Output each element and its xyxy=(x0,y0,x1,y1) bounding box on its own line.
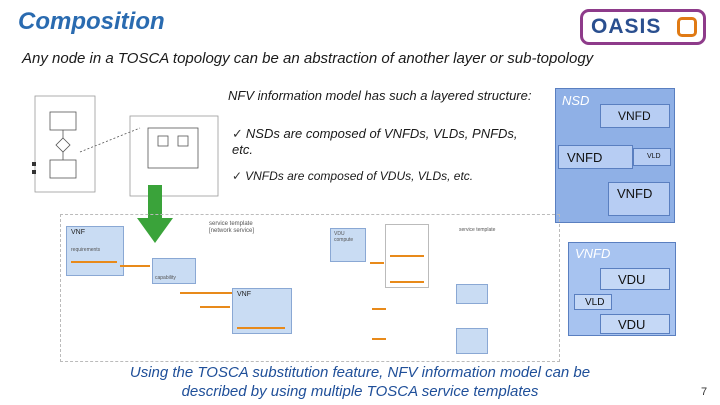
thumb-right-box-1 xyxy=(456,284,488,304)
page-number: 7 xyxy=(701,386,708,398)
thumb-bar xyxy=(237,327,285,329)
vld-mid-label: VLD xyxy=(647,153,661,160)
tosca-sketch-diagram xyxy=(30,88,220,198)
slide-subtitle: Any node in a TOSCA topology can be an a… xyxy=(22,50,594,67)
vld-mid-box: VLD xyxy=(633,148,671,166)
thumb-network-service: [network service] xyxy=(209,228,255,234)
vnfd-mid-box: VNFD xyxy=(558,145,633,169)
thumb-capability-label: capability xyxy=(155,275,176,281)
thumb-bar xyxy=(390,255,424,257)
nsd-label: NSD xyxy=(562,93,590,108)
vdu-2-box: VDU xyxy=(600,314,670,334)
thumb-service-template-right: service template xyxy=(459,227,496,233)
footer-line-2: described by using multiple TOSCA servic… xyxy=(181,383,539,400)
down-arrow-icon xyxy=(135,185,175,245)
footer-text: Using the TOSCA substitution feature, NF… xyxy=(60,363,660,401)
bullet-vnfd-text: VNFDs are composed of VDUs, VLDs, etc. xyxy=(245,169,474,183)
intro-text: NFV information model has such a layered… xyxy=(228,88,532,103)
check-icon: ✓ xyxy=(232,169,243,183)
logo-text: OASIS xyxy=(591,15,662,38)
oasis-logo: OASIS xyxy=(580,9,706,45)
vnfd-low-label: VNFD xyxy=(617,186,653,201)
vld-inner-box: VLD xyxy=(574,294,612,310)
vdu-2-label: VDU xyxy=(618,317,646,332)
thumb-connector xyxy=(180,292,232,294)
check-icon: ✓ xyxy=(232,126,243,141)
thumb-vdu-label: VDU compute xyxy=(334,231,354,243)
vld-inner-label: VLD xyxy=(585,297,605,308)
thumb-connector xyxy=(370,262,384,264)
bullet-nsd: ✓NSDs are composed of VNFDs, VLDs, PNFDs… xyxy=(232,126,542,158)
vnfd-low-box: VNFD xyxy=(608,182,670,216)
thumb-vnf-1-label: VNF xyxy=(71,229,85,236)
logo-mark-icon xyxy=(677,17,697,37)
slide-title: Composition xyxy=(18,8,165,35)
bullet-vnfd: ✓VNFDs are composed of VDUs, VLDs, etc. xyxy=(232,168,542,184)
thumb-bar xyxy=(71,261,117,263)
footer-line-1: Using the TOSCA substitution feature, NF… xyxy=(129,364,591,381)
vnfd-top-label: VNFD xyxy=(618,109,651,123)
thumb-bar xyxy=(390,281,424,283)
service-template-thumbnail: service template [network service] servi… xyxy=(60,214,560,362)
thumb-service-template: service template xyxy=(209,221,253,227)
thumb-connector xyxy=(200,306,230,308)
thumb-vnf-2: VNF xyxy=(232,288,292,334)
bullet-nsd-text: NSDs are composed of VNFDs, VLDs, PNFDs,… xyxy=(232,126,518,157)
tosca-sketch-svg xyxy=(32,95,219,197)
thumb-vnf-1: VNF requirements xyxy=(66,226,124,276)
thumb-connector xyxy=(372,338,386,340)
thumb-capability-box: capability xyxy=(152,258,196,284)
thumb-connector xyxy=(120,265,150,267)
thumb-vnf-2-label: VNF xyxy=(237,291,251,298)
thumb-right-box-2 xyxy=(456,328,488,354)
vnfd-inner-label: VNFD xyxy=(575,246,611,261)
thumb-vdu-box: VDU compute xyxy=(330,228,366,262)
vnfd-mid-label: VNFD xyxy=(567,150,603,165)
thumb-connector xyxy=(372,308,386,310)
vdu-1-label: VDU xyxy=(618,272,646,287)
thumb-requirements-label: requirements xyxy=(71,247,101,253)
vdu-1-box: VDU xyxy=(600,268,670,290)
thumb-compute-box xyxy=(385,224,429,288)
vnfd-top-box: VNFD xyxy=(600,104,670,128)
